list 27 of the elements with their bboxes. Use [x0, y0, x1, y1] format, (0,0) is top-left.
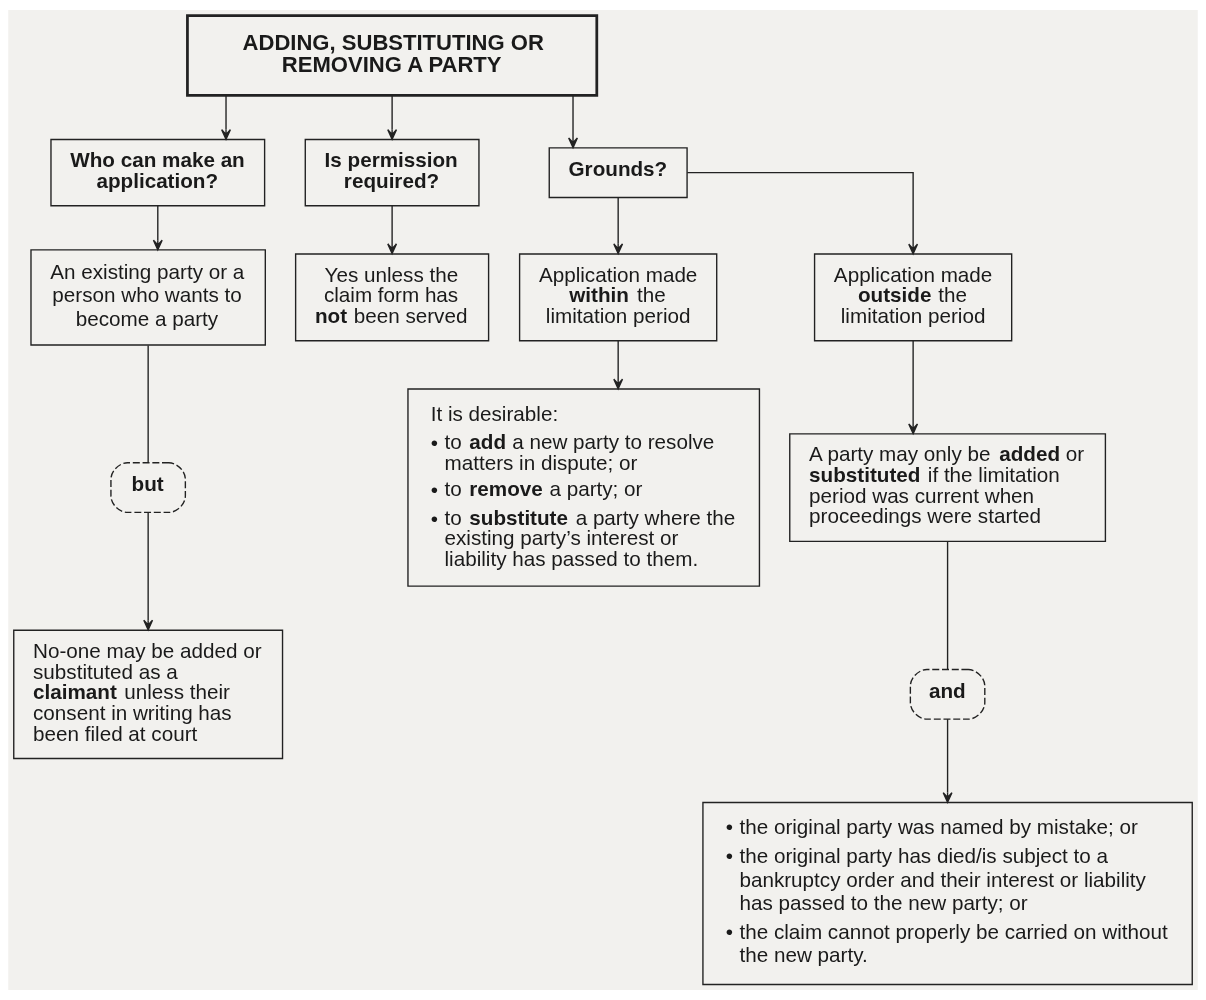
connector	[147, 344, 149, 464]
arrow	[613, 340, 624, 390]
node-box: Application made outside the limitation period	[813, 253, 1013, 342]
arrow	[613, 197, 624, 255]
node-box: Who can make an application?	[50, 138, 266, 207]
arrow	[942, 718, 953, 804]
node-box: and	[909, 668, 986, 720]
node-box: A party may only be added or substituted if the limitation period was current when proceedings were started	[789, 433, 1107, 543]
arrow	[143, 511, 154, 631]
node-box: It is desirable: • to add a new party to resolve matters in dispute; or • to remove a party; or • to substitute a party where the existing party’s interest or liability has passed to them.	[407, 388, 761, 587]
node-box: An existing party or a person who wants to become a party	[30, 249, 266, 346]
node-box: but	[110, 462, 187, 514]
node-box: • the original party was named by mistake; or • the original party has died/is subject to a bankruptcy order and their interest or liability has passed to the new party; or • the claim cannot properly be carried on without the new party.	[702, 801, 1193, 986]
arrow	[387, 95, 398, 140]
node-box: ADDING, SUBSTITUTING OR REMOVING A PARTY	[186, 14, 599, 97]
arrow	[387, 205, 398, 255]
node-box: No-one may be added or substituted as a claimant unless their consent in writing has been filed at court	[13, 629, 284, 760]
node-box: Yes unless the claim form has not been served	[294, 253, 490, 342]
arrow	[221, 95, 232, 140]
arrow	[908, 340, 919, 435]
arrow	[152, 205, 163, 251]
node-box: Application made within the limitation period	[518, 253, 718, 342]
arrow	[686, 171, 919, 255]
connector	[946, 540, 949, 670]
arrow	[568, 95, 579, 149]
node-box: Grounds?	[548, 147, 688, 199]
node-box: Is permission required?	[304, 138, 480, 207]
